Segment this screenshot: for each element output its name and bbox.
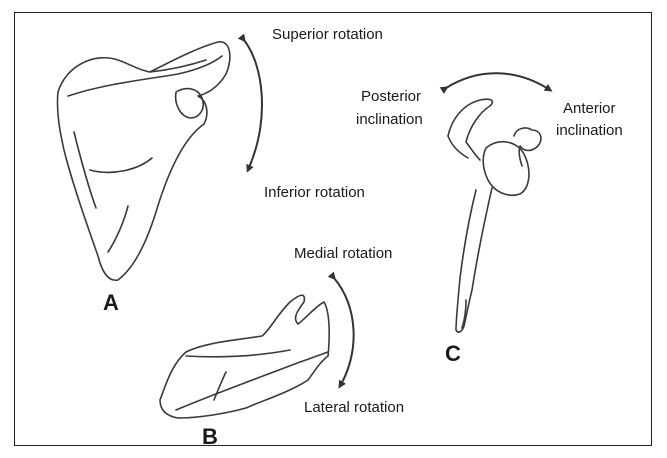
arrow-superior-inferior-icon	[244, 40, 262, 170]
arrow-medial-lateral-icon	[334, 278, 354, 386]
label-superior-rotation: Superior rotation	[272, 25, 383, 45]
label-posterior-inclination: inclination	[356, 110, 423, 130]
scapula-c-drawing	[448, 99, 541, 332]
label-medial-rotation: Medial rotation	[294, 244, 392, 264]
panel-letter-c: C	[445, 341, 461, 367]
label-anterior-inclination: inclination	[556, 121, 623, 141]
panel-letter-a: A	[103, 290, 119, 316]
panel-letter-b: B	[202, 424, 218, 450]
label-inferior-rotation: Inferior rotation	[264, 183, 365, 203]
label-anterior: Anterior	[563, 99, 616, 119]
arrow-inclination-icon	[446, 73, 550, 90]
scapula-a-drawing	[57, 42, 229, 280]
label-posterior: Posterior	[361, 87, 421, 107]
label-lateral-rotation: Lateral rotation	[304, 398, 404, 418]
